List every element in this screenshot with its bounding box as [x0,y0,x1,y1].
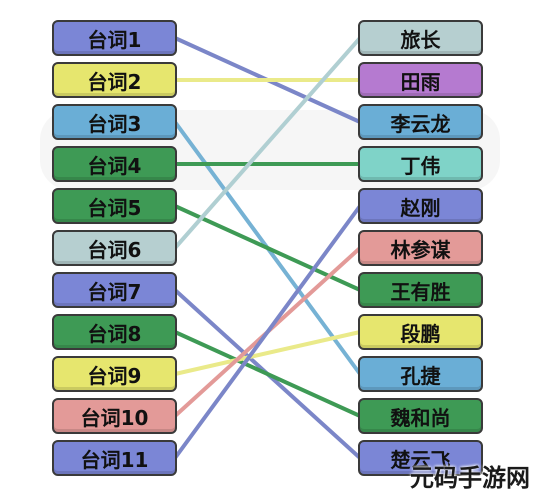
right-item-11[interactable]: 楚云飞 [358,440,483,476]
left-item-6[interactable]: 台词6 [52,230,177,266]
left-item-5[interactable]: 台词5 [52,188,177,224]
connection-line-8 [173,330,362,418]
left-item-1[interactable]: 台词1 [52,20,177,56]
right-item-2[interactable]: 田雨 [358,62,483,98]
connection-line-11 [173,204,362,460]
connection-line-9 [173,330,362,376]
left-item-4[interactable]: 台词4 [52,146,177,182]
connection-line-6 [173,36,362,250]
right-item-1[interactable]: 旅长 [358,20,483,56]
right-item-5[interactable]: 赵刚 [358,188,483,224]
left-item-9[interactable]: 台词9 [52,356,177,392]
left-item-3[interactable]: 台词3 [52,104,177,140]
left-item-2[interactable]: 台词2 [52,62,177,98]
left-item-7[interactable]: 台词7 [52,272,177,308]
left-item-11[interactable]: 台词11 [52,440,177,476]
watermark-logo: 元码手游网 [410,464,530,492]
right-item-4[interactable]: 丁伟 [358,146,483,182]
right-item-3[interactable]: 李云龙 [358,104,483,140]
left-item-8[interactable]: 台词8 [52,314,177,350]
left-item-10[interactable]: 台词10 [52,398,177,434]
right-item-7[interactable]: 王有胜 [358,272,483,308]
right-item-10[interactable]: 魏和尚 [358,398,483,434]
right-item-9[interactable]: 孔捷 [358,356,483,392]
right-item-6[interactable]: 林参谋 [358,230,483,266]
right-item-8[interactable]: 段鹏 [358,314,483,350]
